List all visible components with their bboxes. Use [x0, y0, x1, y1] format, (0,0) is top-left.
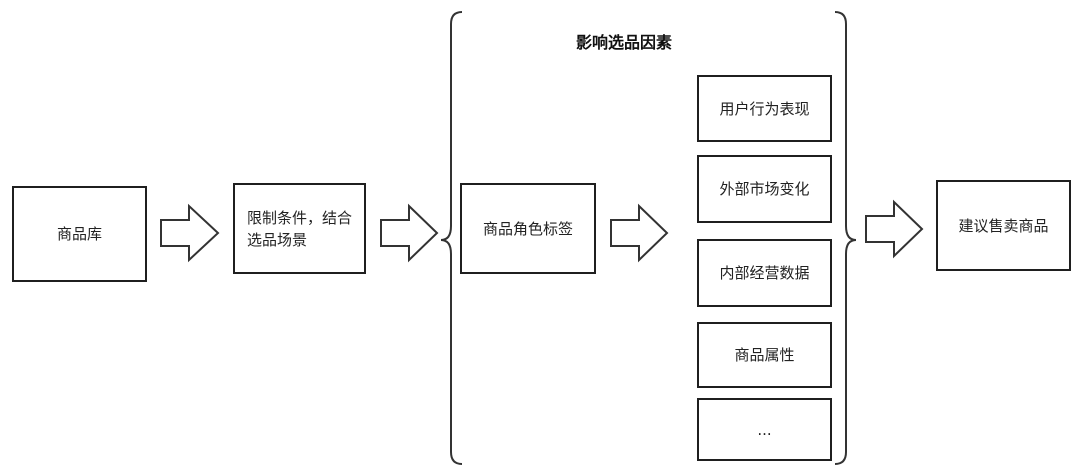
role-tag-label: 商品角色标签 [482, 219, 573, 238]
factor-label: 内部经营数据 [719, 264, 810, 282]
left-brace-icon [440, 11, 463, 465]
factor-label: 外部市场变化 [719, 180, 810, 198]
arrow-1-icon [160, 203, 220, 263]
arrow-3-icon [610, 203, 669, 263]
product-library-label: 商品库 [56, 225, 102, 243]
arrow-2-icon [380, 203, 439, 263]
factor-product-attributes-box: 商品属性 [697, 322, 832, 388]
suggest-box: 建议售卖商品 [936, 180, 1071, 271]
factor-label: 用户行为表现 [719, 99, 810, 118]
factor-label: ... [757, 420, 772, 439]
factor-user-behavior-box: 用户行为表现 [697, 75, 832, 142]
right-brace-icon [834, 11, 857, 465]
factor-internal-operations-box: 内部经营数据 [697, 239, 832, 307]
suggest-label: 建议售卖商品 [958, 216, 1049, 235]
constraint-label: 限制条件，结合选品场景 [247, 208, 353, 249]
role-tag-box: 商品角色标签 [460, 183, 596, 274]
factor-label: 商品属性 [734, 346, 795, 364]
arrow-4-icon [865, 199, 924, 259]
product-library-box: 商品库 [12, 186, 147, 282]
factor-more-box: ... [697, 398, 832, 461]
factor-external-market-box: 外部市场变化 [697, 155, 832, 223]
constraint-box: 限制条件，结合选品场景 [233, 183, 366, 274]
factors-title: 影响选品因素 [576, 33, 673, 52]
